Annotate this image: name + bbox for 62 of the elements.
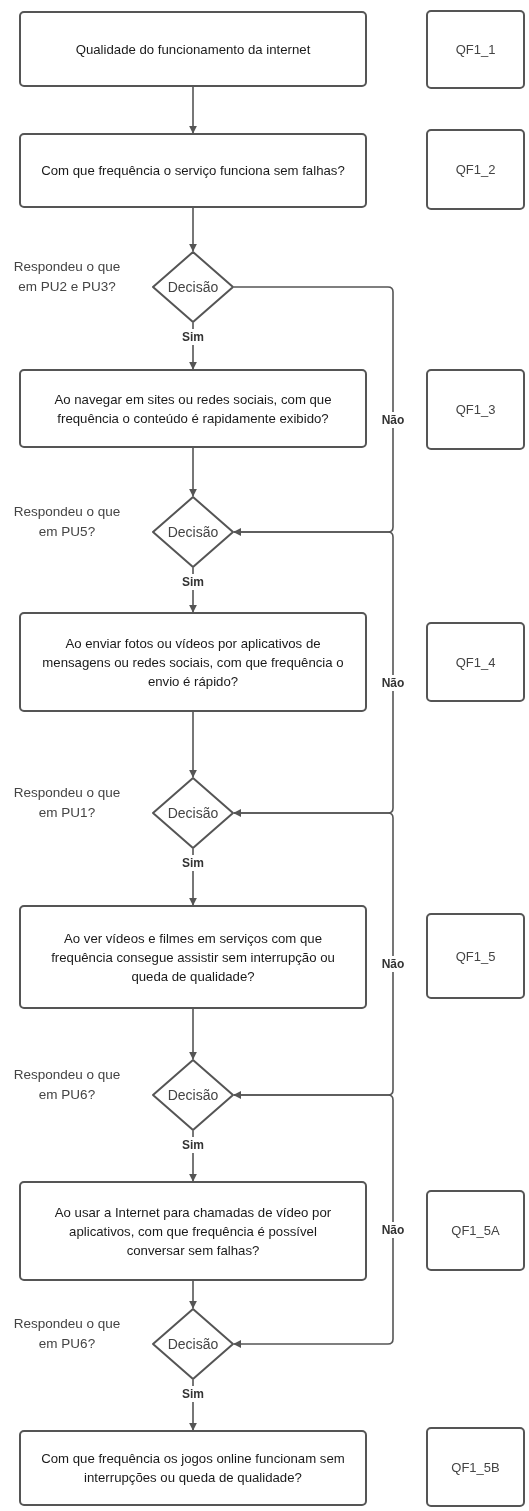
- code-box: [426, 1427, 525, 1507]
- code-box: [426, 622, 525, 702]
- question-text: Com que frequência o serviço funciona sem falhas?: [41, 162, 345, 180]
- code-box: [426, 913, 525, 999]
- edge-label: Sim: [181, 574, 205, 590]
- question-code: QF1_5A: [451, 1223, 500, 1238]
- edge-label: Sim: [181, 855, 205, 871]
- question-code: QF1_3: [455, 402, 496, 417]
- question-code: QF1_5: [455, 948, 496, 964]
- process-box: [19, 1430, 367, 1506]
- arrow: [233, 531, 394, 817]
- decision-diamond: [152, 777, 234, 849]
- decision-label: Decisão: [167, 1336, 219, 1352]
- arrow: [189, 86, 197, 134]
- decision-label: Decisão: [167, 805, 219, 821]
- code-box: [426, 129, 525, 210]
- question-code: QF1_4: [455, 654, 496, 670]
- arrow: [189, 1008, 197, 1060]
- question-code: QF1_5B: [451, 1459, 500, 1475]
- arrow: [189, 711, 197, 778]
- process-box: [19, 369, 367, 448]
- edge-label: Sim: [181, 329, 205, 345]
- question-text: Qualidade do funcionamento da internet: [75, 40, 311, 59]
- edge-label: Sim: [181, 1137, 205, 1153]
- code-box: [426, 10, 525, 89]
- question-text: Ao usar a Internet para chamadas de vídeo por aplicativos, com que frequência é possível conversar sem falhas?: [53, 1203, 333, 1260]
- arrow: [233, 1094, 394, 1348]
- process-box: [19, 133, 367, 208]
- code-box: [426, 369, 525, 450]
- question-text: Ao ver vídeos e filmes em serviços com que frequência consegue assistir sem interrupção ou queda de qualidade?: [50, 929, 336, 986]
- decision-diamond: [152, 1059, 234, 1131]
- edge-label: Não: [380, 1221, 406, 1238]
- question-code: QF1_1: [455, 42, 496, 57]
- code-box: [426, 1190, 525, 1271]
- decision-diamond: [152, 496, 234, 568]
- process-box: [19, 905, 367, 1009]
- arrow: [189, 447, 197, 497]
- decision-diamond: [152, 1308, 234, 1380]
- edge-label: Não: [380, 674, 406, 691]
- decision-diamond: [152, 251, 234, 323]
- process-box: [19, 11, 367, 87]
- edge-label: Não: [380, 411, 406, 428]
- question-text: Com que frequência os jogos online funcionam sem interrupções ou queda de qualidade?: [40, 1450, 346, 1487]
- decision-note: Respondeu o que em PU2 e PU3?: [12, 258, 122, 296]
- arrow: [233, 286, 394, 536]
- question-text: Ao navegar em sites ou redes sociais, com que frequência o conteúdo é rapidamente exibido?: [53, 390, 333, 428]
- edge-label: Não: [380, 956, 406, 972]
- edge-label: Sim: [181, 1386, 205, 1402]
- question-text: Ao enviar fotos ou vídeos por aplicativos de mensagens ou redes sociais, com que frequência o envio é rápido?: [41, 634, 345, 691]
- arrow: [189, 207, 197, 252]
- decision-note: Respondeu o que em PU6?: [12, 1315, 122, 1353]
- decision-label: Decisão: [167, 279, 219, 295]
- decision-label: Decisão: [167, 1087, 219, 1103]
- decision-label: Decisão: [167, 524, 219, 540]
- process-box: [19, 612, 367, 712]
- question-code: QF1_2: [455, 162, 496, 177]
- decision-note: Respondeu o que em PU1?: [12, 784, 122, 822]
- decision-note: Respondeu o que em PU6?: [12, 1066, 122, 1104]
- arrow: [233, 812, 394, 1099]
- arrow: [189, 1280, 197, 1309]
- decision-note: Respondeu o que em PU5?: [12, 503, 122, 541]
- process-box: [19, 1181, 367, 1281]
